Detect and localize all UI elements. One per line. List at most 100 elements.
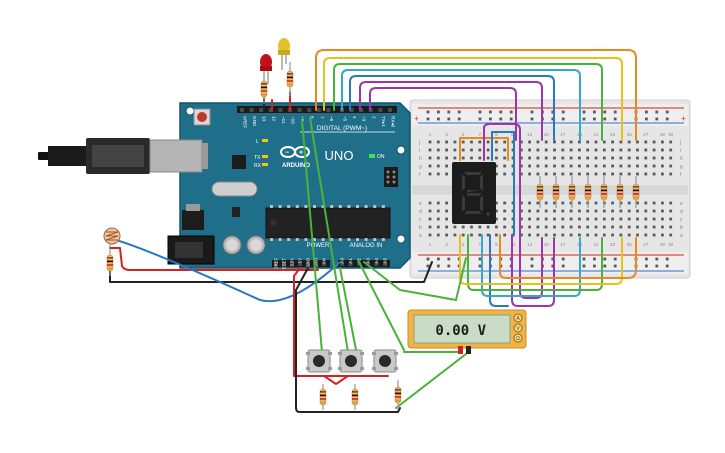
breadboard-hole[interactable] [644, 209, 648, 213]
breadboard-hole[interactable] [528, 164, 531, 168]
probe-black[interactable] [466, 346, 471, 354]
breadboard-hole[interactable] [594, 201, 598, 205]
breadboard-hole[interactable] [594, 233, 598, 237]
header-socket[interactable] [348, 262, 353, 266]
breadboard-hole[interactable] [586, 233, 590, 237]
breadboard-hole[interactable] [445, 233, 448, 237]
header-socket[interactable] [378, 108, 383, 112]
breadboard-hole[interactable] [669, 172, 673, 176]
breadboard-hole[interactable] [619, 148, 623, 152]
breadboard-hole[interactable] [519, 201, 523, 205]
breadboard-hole[interactable] [528, 172, 531, 176]
rail-hole[interactable] [603, 110, 607, 114]
breadboard-hole[interactable] [627, 172, 631, 176]
breadboard-hole[interactable] [644, 172, 648, 176]
breadboard-hole[interactable] [528, 217, 531, 221]
breadboard-hole[interactable] [627, 217, 631, 221]
breadboard-hole[interactable] [619, 140, 623, 144]
rail-hole[interactable] [582, 257, 586, 261]
resistors[interactable] [106, 62, 640, 410]
breadboard-hole[interactable] [669, 140, 673, 144]
header-socket[interactable] [278, 108, 283, 112]
rail-hole[interactable] [478, 117, 482, 121]
resistor[interactable] [568, 176, 576, 208]
breadboard-hole[interactable] [569, 225, 573, 229]
breadboard-hole[interactable] [661, 201, 664, 205]
breadboard-hole[interactable] [636, 148, 639, 152]
breadboard-hole[interactable] [586, 225, 590, 229]
breadboard-hole[interactable] [528, 225, 531, 229]
breadboard-hole[interactable] [461, 140, 465, 144]
breadboard-hole[interactable] [553, 156, 556, 160]
breadboard-hole[interactable] [602, 233, 606, 237]
breadboard-hole[interactable] [578, 201, 581, 205]
breadboard-hole[interactable] [644, 217, 648, 221]
rail-hole[interactable] [593, 117, 596, 121]
rail-hole[interactable] [426, 264, 430, 268]
breadboard-hole[interactable] [544, 140, 548, 144]
breadboard-hole[interactable] [569, 156, 573, 160]
rail-hole[interactable] [655, 117, 659, 121]
meter-terminal-0[interactable] [513, 313, 523, 323]
rail-hole[interactable] [489, 110, 492, 114]
breadboard-hole[interactable] [627, 233, 631, 237]
breadboard-hole[interactable] [544, 172, 548, 176]
rail-hole[interactable] [613, 110, 617, 114]
breadboard-hole[interactable] [652, 225, 656, 229]
header-socket[interactable] [268, 108, 273, 112]
breadboard-hole[interactable] [528, 201, 531, 205]
rail-hole[interactable] [478, 110, 482, 114]
breadboard-hole[interactable] [495, 209, 498, 213]
breadboard-hole[interactable] [561, 156, 565, 160]
breadboard-hole[interactable] [428, 172, 432, 176]
breadboard-hole[interactable] [602, 209, 606, 213]
breadboard-hole[interactable] [478, 156, 482, 160]
breadboard-hole[interactable] [503, 217, 507, 221]
breadboard-hole[interactable] [553, 172, 556, 176]
breadboard-hole[interactable] [428, 217, 432, 221]
breadboard-hole[interactable] [519, 164, 523, 168]
breadboard-hole[interactable] [445, 148, 448, 152]
breadboard-hole[interactable] [586, 217, 590, 221]
breadboard-hole[interactable] [478, 225, 482, 229]
breadboard-hole[interactable] [578, 225, 581, 229]
breadboard-hole[interactable] [428, 209, 432, 213]
breadboard-hole[interactable] [602, 164, 606, 168]
breadboard-hole[interactable] [578, 140, 581, 144]
breadboard-hole[interactable] [586, 164, 590, 168]
rail-hole[interactable] [447, 110, 451, 114]
breadboard-hole[interactable] [611, 172, 614, 176]
breadboard-hole[interactable] [553, 164, 556, 168]
push-buttons[interactable] [306, 349, 398, 373]
breadboard-hole[interactable] [470, 140, 473, 144]
breadboard-hole[interactable] [544, 209, 548, 213]
breadboard-hole[interactable] [669, 148, 673, 152]
breadboard-hole[interactable] [445, 172, 448, 176]
breadboard-hole[interactable] [436, 201, 440, 205]
rail-hole[interactable] [437, 257, 440, 261]
rail-hole[interactable] [613, 257, 617, 261]
meter-terminal-2[interactable] [513, 333, 523, 343]
rail-hole[interactable] [499, 110, 503, 114]
breadboard-hole[interactable] [611, 148, 614, 152]
breadboard-hole[interactable] [569, 140, 573, 144]
breadboard-hole[interactable] [578, 209, 581, 213]
breadboard-hole[interactable] [428, 225, 432, 229]
push-button-2[interactable] [338, 349, 364, 373]
breadboard-hole[interactable] [586, 209, 590, 213]
header-socket[interactable] [274, 262, 278, 266]
breadboard-hole[interactable] [611, 140, 614, 144]
breadboard-hole[interactable] [486, 148, 490, 152]
breadboard-hole[interactable] [536, 172, 540, 176]
breadboard-hole[interactable] [461, 233, 465, 237]
resistor[interactable] [319, 384, 327, 410]
breadboard-hole[interactable] [544, 201, 548, 205]
breadboard-hole[interactable] [669, 225, 673, 229]
rail-hole[interactable] [582, 264, 586, 268]
breadboard-hole[interactable] [436, 225, 440, 229]
push-button-3[interactable] [372, 349, 398, 373]
breadboard-hole[interactable] [594, 172, 598, 176]
header-socket[interactable] [316, 108, 321, 112]
